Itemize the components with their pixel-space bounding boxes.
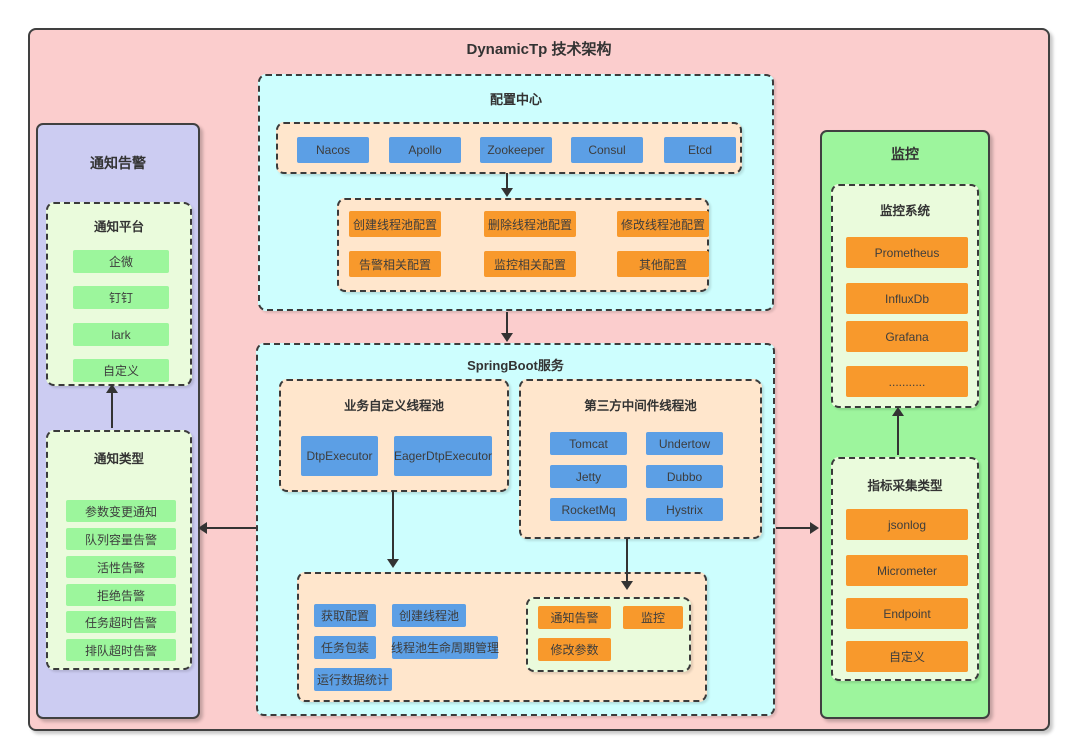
registry-box: Nacos	[297, 137, 369, 163]
biz-pool-container: 业务自定义线程池 DtpExecutor EagerDtpExecutor	[279, 379, 509, 492]
notify-type-box: 参数变更通知	[66, 500, 176, 522]
notify-type-box: 任务超时告警	[66, 611, 176, 633]
metric-box: Micrometer	[846, 555, 968, 586]
core-function-box: 任务包装	[314, 636, 376, 659]
middleware-box: Jetty	[550, 465, 627, 488]
notify-panel-title: 通知告警	[90, 155, 146, 171]
monitor-system-box: InfluxDb	[846, 283, 968, 314]
notify-type-box: 活性告警	[66, 556, 176, 578]
notify-platforms-title: 通知平台	[93, 220, 144, 234]
platform-box: lark	[73, 323, 169, 346]
middleware-box: RocketMq	[550, 498, 627, 521]
platform-box: 企微	[73, 250, 169, 273]
biz-pool-title: 业务自定义线程池	[343, 399, 444, 413]
actions-container: 通知告警 监控 修改参数	[526, 597, 691, 672]
third-party-pool-container: 第三方中间件线程池 Tomcat Undertow Jetty Dubbo Ro…	[519, 379, 762, 539]
action-box: 通知告警	[538, 606, 611, 629]
middleware-box: Tomcat	[550, 432, 627, 455]
monitor-system-box: ...........	[846, 366, 968, 397]
core-function-box: 线程池生命周期管理	[391, 636, 499, 659]
registry-box: Consul	[571, 137, 643, 163]
platform-box: 自定义	[73, 359, 169, 382]
metric-box: 自定义	[846, 641, 968, 672]
executor-box: DtpExecutor	[301, 436, 378, 476]
core-function-box: 获取配置	[314, 604, 376, 627]
notify-types-title: 通知类型	[93, 452, 144, 466]
config-item-box: 删除线程池配置	[484, 211, 576, 237]
config-item-box: 其他配置	[617, 251, 709, 277]
middleware-box: Hystrix	[646, 498, 723, 521]
monitor-panel: 监控 监控系统 Prometheus InfluxDb Grafana ....…	[820, 130, 990, 719]
registry-box: Apollo	[389, 137, 461, 163]
metrics-title: 指标采集类型	[867, 479, 943, 493]
action-box: 监控	[623, 606, 683, 629]
registry-container: Nacos Apollo Zookeeper Consul Etcd	[276, 122, 742, 174]
config-center-container: 配置中心 Nacos Apollo Zookeeper Consul Etcd …	[258, 74, 774, 311]
monitor-systems-container: 监控系统 Prometheus InfluxDb Grafana .......…	[831, 184, 979, 408]
config-item-box: 监控相关配置	[484, 251, 576, 277]
third-party-pool-title: 第三方中间件线程池	[584, 399, 697, 413]
config-item-box: 修改线程池配置	[617, 211, 709, 237]
diagram-title: DynamicTp 技术架构	[466, 41, 612, 58]
monitor-system-box: Grafana	[846, 321, 968, 352]
action-box: 修改参数	[538, 638, 611, 661]
core-functions-container: 获取配置 创建线程池 任务包装 线程池生命周期管理 运行数据统计 通知告警 监控…	[297, 572, 707, 702]
notify-panel: 通知告警 通知平台 企微 钉钉 lark 自定义 通知类型 参数变更通知 队列容…	[36, 123, 200, 719]
registry-box: Etcd	[664, 137, 736, 163]
config-item-box: 创建线程池配置	[349, 211, 441, 237]
executor-box: EagerDtpExecutor	[394, 436, 492, 476]
notify-type-box: 队列容量告警	[66, 528, 176, 550]
notify-platforms-container: 通知平台 企微 钉钉 lark 自定义	[46, 202, 192, 386]
middleware-box: Undertow	[646, 432, 723, 455]
metric-box: Endpoint	[846, 598, 968, 629]
monitor-systems-title: 监控系统	[879, 204, 930, 218]
config-item-box: 告警相关配置	[349, 251, 441, 277]
notify-types-container: 通知类型 参数变更通知 队列容量告警 活性告警 拒绝告警 任务超时告警 排队超时…	[46, 430, 192, 670]
springboot-container: SpringBoot服务 业务自定义线程池 DtpExecutor EagerD…	[256, 343, 775, 716]
core-function-box: 创建线程池	[392, 604, 466, 627]
core-function-box: 运行数据统计	[314, 668, 392, 691]
monitor-panel-title: 监控	[891, 146, 919, 162]
springboot-title: SpringBoot服务	[467, 358, 564, 373]
platform-box: 钉钉	[73, 286, 169, 309]
middleware-box: Dubbo	[646, 465, 723, 488]
notify-type-box: 拒绝告警	[66, 584, 176, 606]
metrics-container: 指标采集类型 jsonlog Micrometer Endpoint 自定义	[831, 457, 979, 681]
config-center-title: 配置中心	[489, 92, 542, 107]
metric-box: jsonlog	[846, 509, 968, 540]
config-items-container: 创建线程池配置 删除线程池配置 修改线程池配置 告警相关配置 监控相关配置 其他…	[337, 198, 709, 292]
monitor-system-box: Prometheus	[846, 237, 968, 268]
registry-box: Zookeeper	[480, 137, 552, 163]
notify-type-box: 排队超时告警	[66, 639, 176, 661]
